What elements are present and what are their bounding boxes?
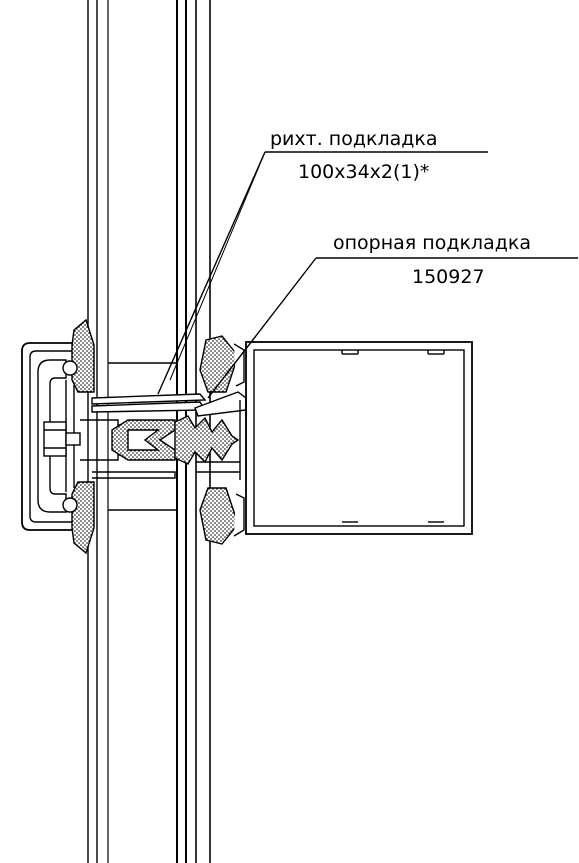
support-shim-code: 150927: [412, 266, 485, 288]
leveling-shim: [91, 393, 207, 413]
mullion-tube: [245, 341, 473, 535]
shim-size-label: 100x34x2(1)*: [298, 161, 429, 183]
outer-gasket-top: [62, 318, 95, 393]
spacer-block: [108, 362, 177, 511]
inner-gasket-bottom: [199, 487, 245, 545]
shim-label: рихт. подкладка: [270, 128, 438, 150]
leader-support: [207, 257, 578, 399]
inner-gasket-top: [199, 335, 245, 393]
support-shim-label: опорная подкладка: [333, 232, 531, 254]
support-shim: [194, 391, 247, 417]
thermal-insert: [111, 415, 240, 465]
outer-gasket-bottom: [62, 481, 95, 555]
leader-shim: [157, 151, 488, 395]
